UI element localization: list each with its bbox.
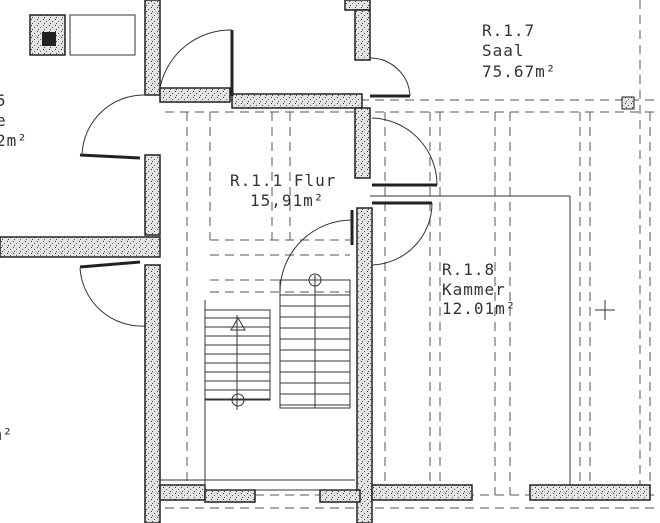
room-area: 15,91m² (250, 191, 324, 210)
partial-area: m² (0, 425, 13, 444)
doors (79, 29, 438, 327)
partial-text: 5 (0, 91, 7, 110)
room-area: 12.01m² (442, 299, 516, 318)
partial-text: e (0, 111, 7, 130)
stair-direction-arrow-icon (230, 317, 246, 331)
stair-start-marker (308, 273, 322, 287)
column-marker (42, 32, 56, 46)
room-area: 75.67m² (482, 62, 556, 81)
room-id: R.1.8 (442, 260, 495, 279)
room-name: Kammer (442, 280, 506, 299)
staircase (204, 273, 615, 410)
partial-area: 2m² (0, 131, 28, 150)
room-id: R.1.1 (230, 171, 283, 190)
dashed-grid-lines (165, 0, 660, 509)
room-name: Flur (294, 171, 337, 190)
room-name: Saal (482, 41, 525, 60)
room-label-saal: R.1.7 Saal 75.67m² (482, 21, 556, 81)
stair-end-marker (231, 393, 245, 407)
svg-text:R.1.1 Flur: R.1.1 Flur (230, 171, 336, 190)
room-label-partial-left: 5 e 2m² m² (0, 91, 28, 444)
room-id: R.1.7 (482, 21, 535, 40)
room-label-kammer: R.1.8 Kammer 12.01m² (442, 260, 516, 318)
room-label-flur: R.1.1 Flur 15,91m² (230, 171, 336, 210)
